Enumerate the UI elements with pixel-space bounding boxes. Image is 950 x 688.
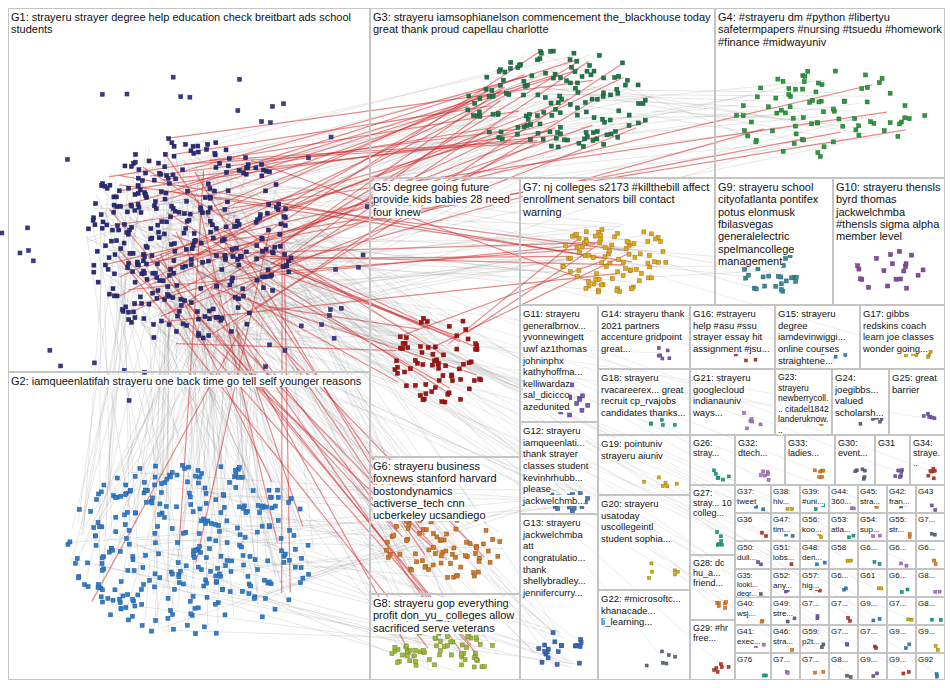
vertex-dot	[0, 231, 4, 235]
